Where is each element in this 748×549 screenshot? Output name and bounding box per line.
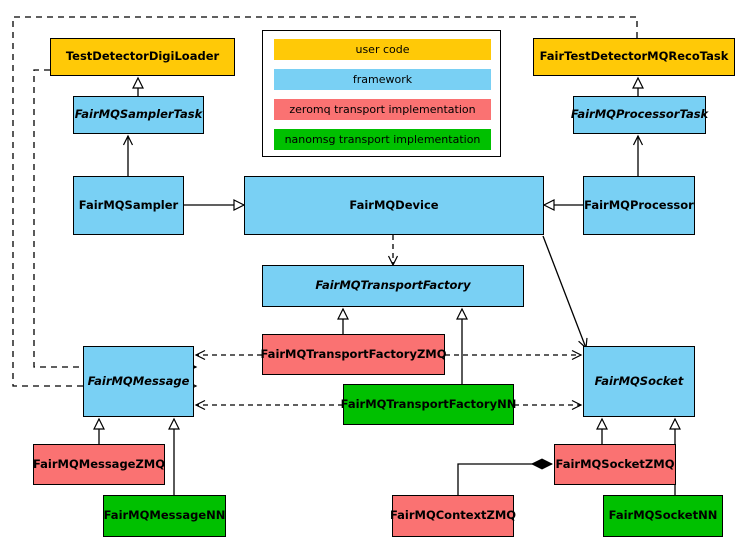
legend-panel: user code framework zeromq transport imp… — [262, 30, 501, 157]
class-label: FairMQDevice — [349, 197, 439, 212]
class-box-fair-test-detector-mq-reco-task[interactable]: FairTestDetectorMQRecoTask — [533, 38, 735, 76]
class-box-fair-mq-message[interactable]: FairMQMessage — [83, 346, 194, 417]
class-label: FairMQTransportFactoryNN — [340, 396, 517, 411]
class-box-fair-mq-message-zmq[interactable]: FairMQMessageZMQ — [33, 444, 165, 485]
class-label: FairMQMessageZMQ — [32, 456, 166, 471]
legend-label: framework — [352, 73, 413, 86]
class-box-fair-mq-context-zmq[interactable]: FairMQContextZMQ — [389, 495, 517, 537]
class-label: FairMQProcessor — [584, 197, 694, 212]
class-box-fair-mq-transport-factory-nn[interactable]: FairMQTransportFactoryNN — [340, 384, 517, 425]
class-label: FairMQSocketNN — [608, 508, 718, 523]
class-label: FairMQTransportFactoryZMQ — [260, 346, 447, 361]
class-box-test-detector-digi-loader[interactable]: TestDetectorDigiLoader — [50, 38, 235, 76]
legend-label: zeromq transport implementation — [289, 103, 476, 116]
class-box-fair-mq-sampler-task[interactable]: FairMQSamplerTask — [73, 96, 204, 134]
class-box-fair-mq-message-nn[interactable]: FairMQMessageNN — [103, 495, 226, 537]
class-box-fair-mq-socket-nn[interactable]: FairMQSocketNN — [603, 495, 723, 537]
class-label: FairMQMessage — [87, 373, 190, 388]
edge-device-socket — [542, 235, 588, 350]
class-label: FairMQContextZMQ — [389, 508, 517, 523]
legend-item-zeromq: zeromq transport implementation — [274, 99, 491, 120]
class-box-fair-mq-device[interactable]: FairMQDevice — [244, 176, 544, 235]
legend-item-nanomsg: nanomsg transport implementation — [274, 129, 491, 150]
class-label: FairTestDetectorMQRecoTask — [539, 49, 729, 64]
class-box-fair-mq-processor-task[interactable]: FairMQProcessorTask — [570, 96, 709, 134]
class-label: FairMQSampler — [78, 197, 179, 212]
class-label: FairMQSocket — [594, 373, 684, 388]
class-box-fair-mq-transport-factory-zmq[interactable]: FairMQTransportFactoryZMQ — [260, 334, 447, 375]
legend-label: user code — [355, 43, 410, 56]
class-box-fair-mq-sampler[interactable]: FairMQSampler — [73, 176, 184, 235]
class-label: FairMQTransportFactory — [315, 278, 471, 293]
class-box-fair-mq-transport-factory[interactable]: FairMQTransportFactory — [262, 265, 524, 307]
class-label: FairMQSocketZMQ — [555, 456, 675, 471]
legend-item-user-code: user code — [274, 39, 491, 60]
class-box-fair-mq-socket-zmq[interactable]: FairMQSocketZMQ — [554, 444, 676, 485]
class-box-fair-mq-socket[interactable]: FairMQSocket — [583, 346, 695, 417]
class-label: FairMQSamplerTask — [74, 107, 203, 122]
edge-contextzmq-socketzmq — [457, 464, 552, 495]
class-label: FairMQMessageNN — [103, 508, 226, 523]
legend-label: nanomsg transport implementation — [284, 133, 481, 146]
legend-item-framework: framework — [274, 69, 491, 90]
class-label: TestDetectorDigiLoader — [65, 49, 220, 64]
class-box-fair-mq-processor[interactable]: FairMQProcessor — [583, 176, 695, 235]
class-label: FairMQProcessorTask — [570, 107, 709, 122]
